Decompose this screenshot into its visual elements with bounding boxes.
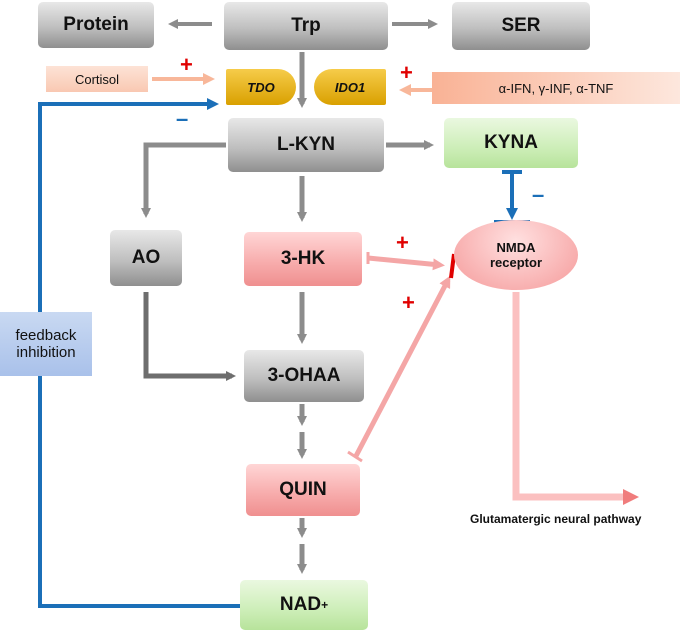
arrow-lkyn-to-ao [141,142,226,218]
nad-superscript: + [321,598,329,612]
arrow-ao-to-3ohaa [143,292,236,381]
glutamatergic-label: Glutamatergic neural pathway [470,512,642,526]
node-nmda-receptor: NMDA receptor [454,220,578,290]
arrow-quin-tail-bar [347,450,363,463]
node-ser: SER [452,2,590,50]
feedback-label-line2: inhibition [16,344,76,361]
plus-sign-cortisol: + [180,52,193,77]
plus-sign-cytokines: + [400,60,413,85]
node-3hk: 3-HK [244,232,362,286]
node-cytokines: α-IFN, γ-INF, α-TNF [432,72,680,104]
minus-sign-kyna: – [532,182,545,207]
node-trp: Trp [224,2,388,50]
nad-label: NAD [279,594,322,615]
node-cortisol: Cortisol [46,66,148,92]
plus-sign-quin: + [402,290,415,315]
node-ao: AO [110,230,182,286]
minus-sign-feedback: – [176,106,189,131]
node-kyna: KYNA [444,118,578,168]
nmda-receptor-mark [449,253,456,279]
node-lkyn: L-KYN [228,118,384,172]
feedback-label-line1: feedback [15,327,77,344]
feedback-inhibition-label: feedback inhibition [0,312,92,376]
arrow-nmda-to-glutamatergic [512,292,639,505]
node-3ohaa: 3-OHAA [244,350,364,402]
nmda-label-line1: NMDA [496,240,536,255]
arrow-3hk-to-nmda [367,255,445,271]
enzyme-ido1: IDO1 [314,69,386,105]
nmda-label-line2: receptor [489,255,543,270]
node-nad: NAD+ [240,580,368,630]
arrow-quin-to-nmda [353,275,451,458]
enzyme-tdo: TDO [226,69,296,105]
node-protein: Protein [38,2,154,48]
node-quin: QUIN [246,464,360,516]
plus-sign-3hk: + [396,230,409,255]
